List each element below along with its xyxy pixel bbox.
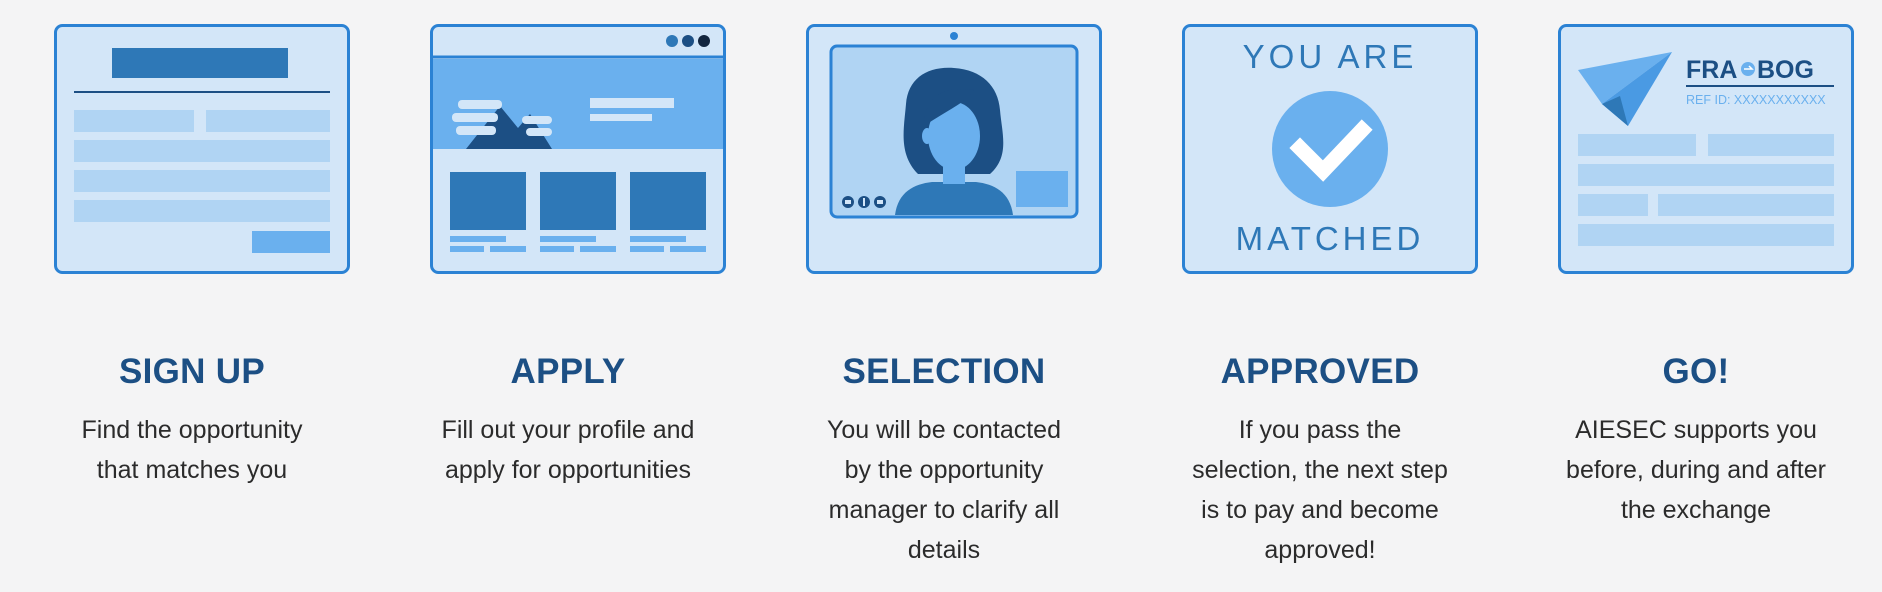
description-line: You will be contacted — [827, 416, 1061, 444]
step-description: You will be contacted by the opportunity… — [789, 410, 1099, 570]
step-title: SELECTION — [842, 352, 1046, 391]
camera-icon — [950, 32, 958, 40]
description-line: apply for opportunities — [445, 456, 691, 484]
step-description: Fill out your profile and apply for oppo… — [413, 410, 723, 490]
paper-plane-icon — [1578, 52, 1672, 126]
step-description: Find the opportunity that matches you — [37, 410, 347, 490]
route-from: FRA — [1686, 56, 1737, 84]
step-selection: SELECTION You will be contacted by the o… — [779, 0, 1109, 592]
description-line: approved! — [1264, 536, 1376, 564]
card-top-text: YOU ARE — [1243, 38, 1418, 75]
browser-listing-icon — [430, 24, 726, 274]
window-dot-icon — [682, 35, 694, 47]
description-line: If you pass the — [1238, 416, 1402, 444]
description-line: selection, the next step — [1192, 456, 1448, 484]
description-line: is to pay and become — [1201, 496, 1439, 524]
form-header-bar — [112, 48, 288, 78]
description-line: manager to clarify all — [828, 496, 1060, 524]
description-line: before, during and after — [1566, 456, 1826, 484]
step-title: SIGN UP — [118, 352, 265, 391]
step-approved: YOU ARE MATCHED APPROVED If you pass the… — [1155, 0, 1485, 592]
description-line: details — [907, 536, 981, 564]
step-description: AIESEC supports you before, during and a… — [1541, 410, 1851, 530]
check-circle-icon — [1272, 91, 1388, 207]
checkmark-icon — [1289, 119, 1373, 182]
step-title: APPLY — [510, 352, 626, 391]
reference-id: REF ID: XXXXXXXXXXX — [1686, 93, 1826, 107]
self-view-window — [1016, 171, 1068, 207]
step-apply: APPLY Fill out your profile and apply fo… — [403, 0, 733, 592]
window-dot-icon — [698, 35, 710, 47]
description-line: AIESEC supports you — [1575, 416, 1817, 444]
window-dot-icon — [666, 35, 678, 47]
description-line: Find the opportunity — [81, 416, 303, 444]
person-avatar-icon — [895, 67, 1013, 215]
description-line: by the opportunity — [844, 456, 1044, 484]
submit-button — [252, 231, 330, 253]
cloud-icon — [458, 100, 502, 109]
description-line: that matches you — [96, 456, 288, 484]
matched-check-icon: YOU ARE MATCHED — [1182, 24, 1478, 274]
route-to: BOG — [1757, 56, 1814, 84]
card-bottom-text: MATCHED — [1236, 220, 1425, 257]
signup-form-icon — [54, 24, 350, 274]
step-title: GO! — [1662, 352, 1730, 391]
video-call-icon — [806, 24, 1102, 274]
flight-ticket-icon: FRA BOG REF ID: XXXXXXXXXXX — [1558, 24, 1854, 274]
description-line: the exchange — [1620, 496, 1772, 524]
step-description: If you pass the selection, the next step… — [1165, 410, 1475, 570]
step-go: FRA BOG REF ID: XXXXXXXXXXX GO! AIESEC s… — [1531, 0, 1861, 592]
description-line: Fill out your profile and — [441, 416, 695, 444]
step-sign-up: SIGN UP Find the opportunity that matche… — [27, 0, 357, 592]
step-title: APPROVED — [1220, 352, 1420, 391]
